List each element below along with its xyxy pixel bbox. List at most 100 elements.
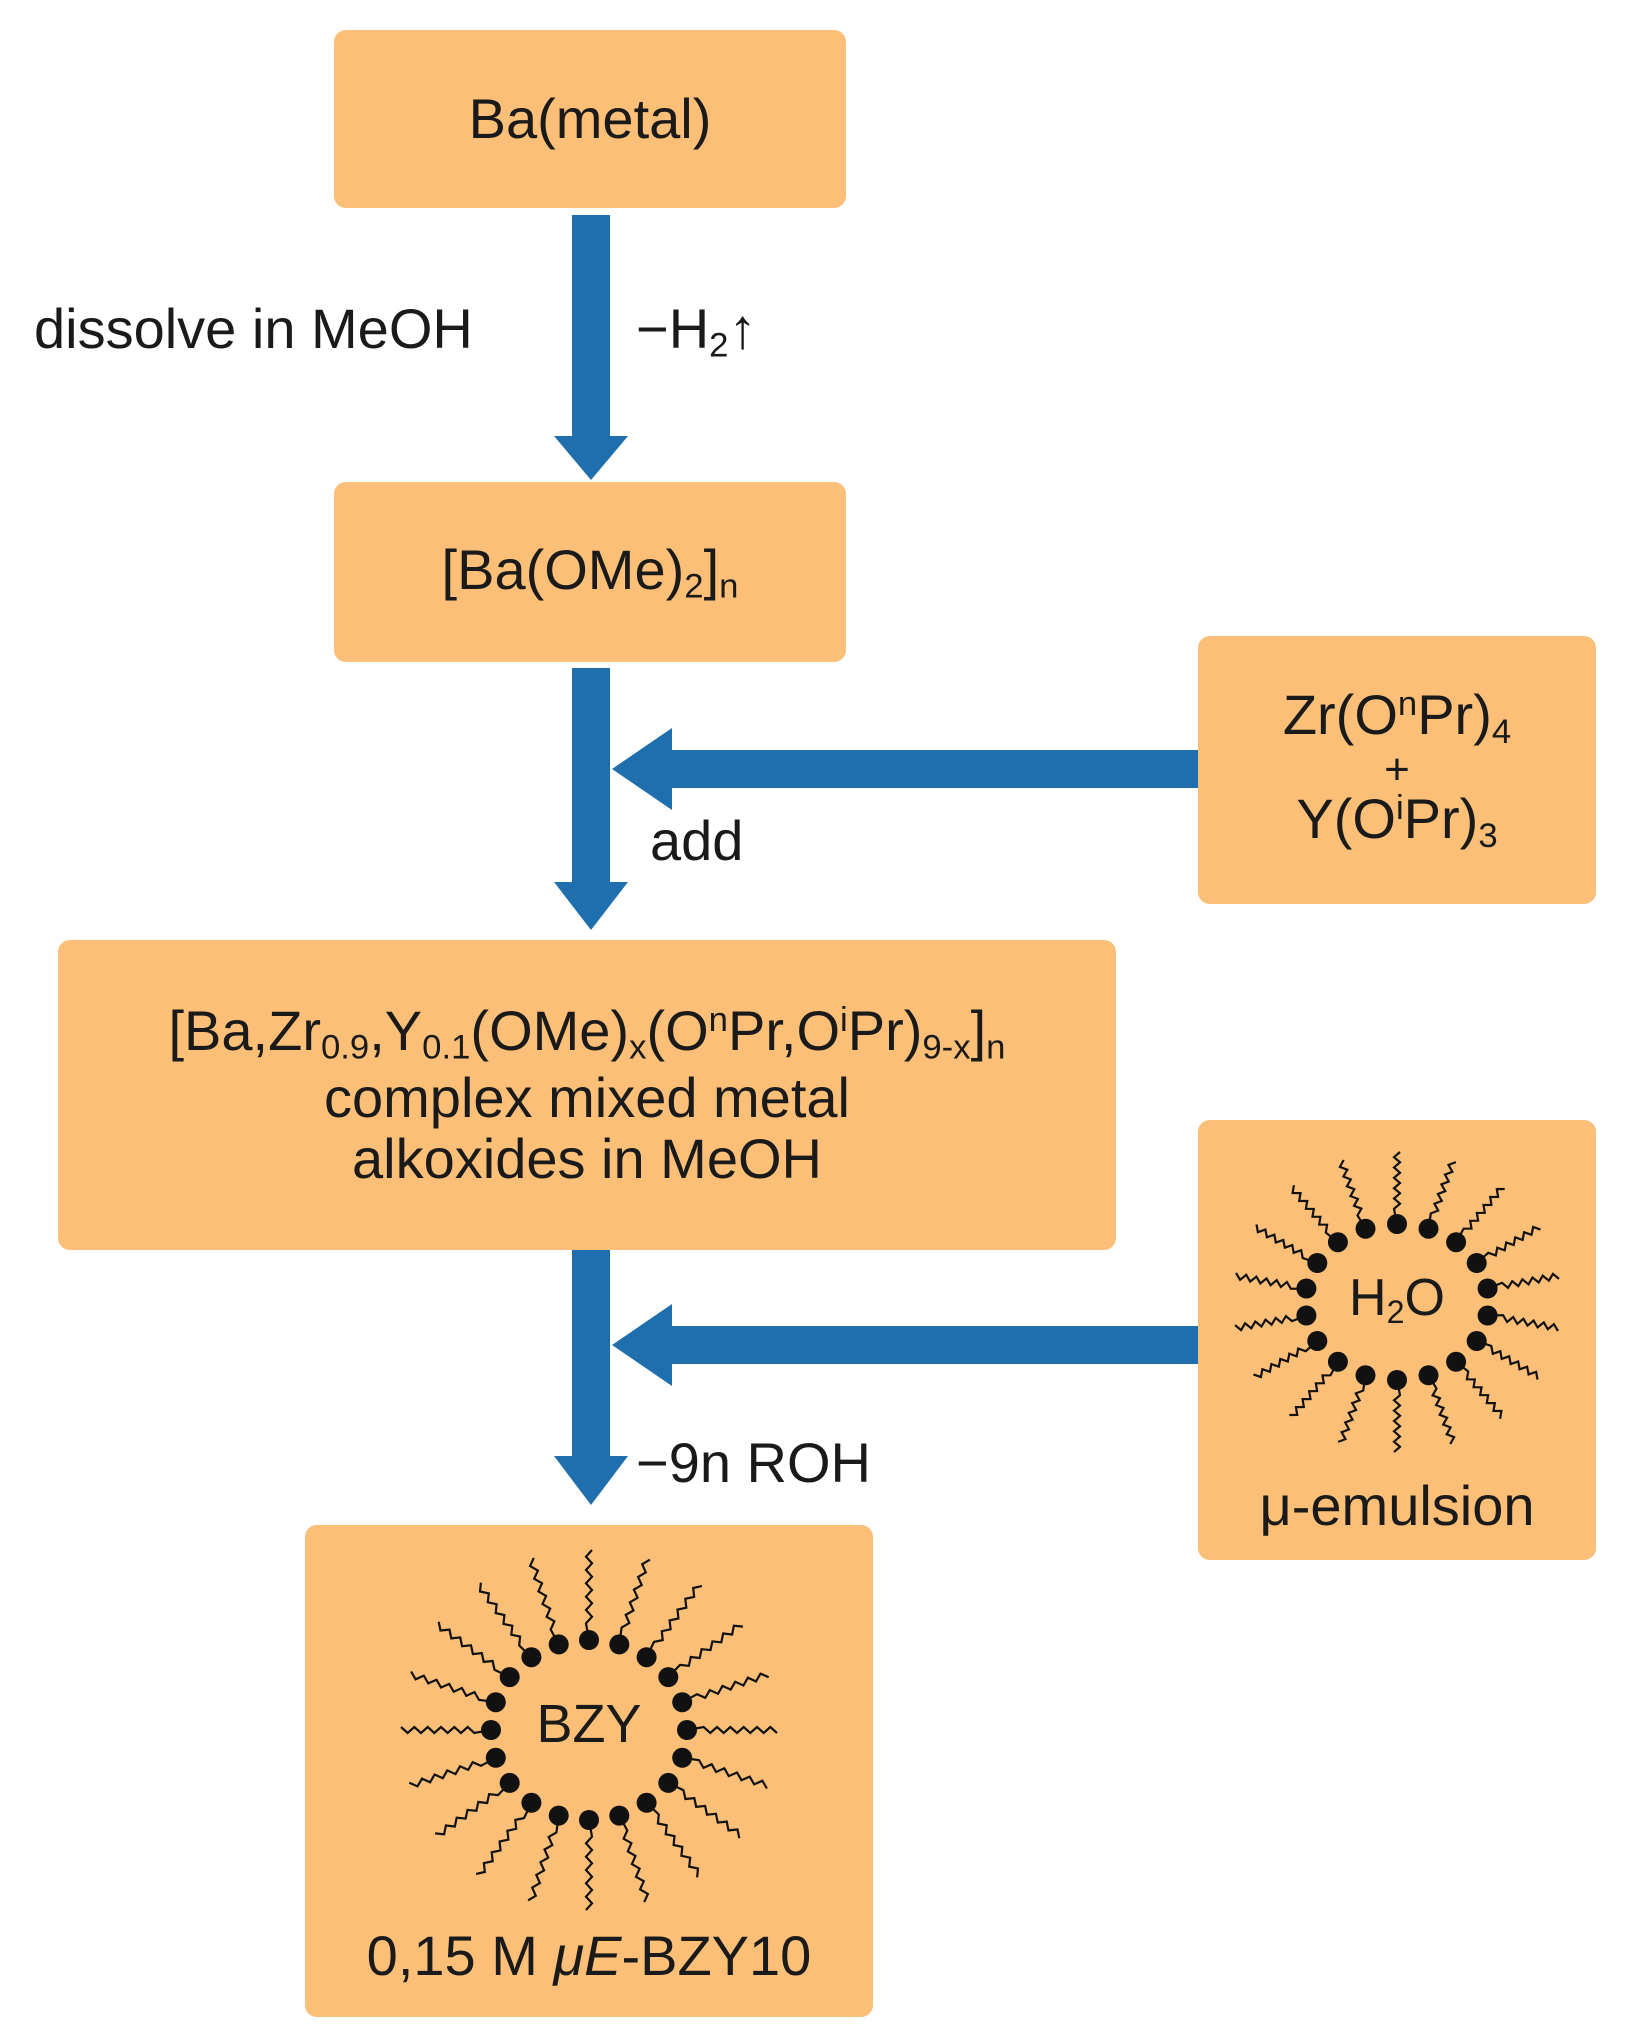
surfactant-head [1446,1232,1467,1253]
surfactant-head [481,1720,501,1740]
surfactant-head [658,1667,679,1688]
box-complex-alkoxides: [Ba,Zr0.9,Y0.1(OMe)x(OnPr,OiPr)9-x]n com… [58,940,1116,1250]
arrow-dissolve [554,215,628,480]
micelle-bzy-icon [400,1549,778,1911]
surfactant-tail [681,1672,770,1704]
plus-sign: + [1384,745,1410,795]
surfactant-tail [1253,1340,1319,1379]
surfactant-tail [667,1781,741,1839]
surfactant-tail [1255,1224,1318,1265]
surfactant-head [521,1647,542,1668]
surfactant-head [1327,1351,1348,1372]
ba-methoxide-text: [Ba(OMe)2]n [441,537,739,606]
surfactant-head [1477,1305,1498,1326]
arrow-add [554,668,628,930]
surfactant-head [1418,1365,1439,1386]
surfactant-head [1446,1351,1467,1372]
surfactant-head [499,1667,520,1688]
surfactant-head [548,1805,569,1826]
surfactant-head [672,1747,693,1768]
surfactant-tail [1234,1314,1307,1332]
surfactant-tail [1487,1272,1560,1290]
surfactant-tail [408,1756,497,1788]
surfactant-tail [1392,1151,1402,1225]
label-roh: −9n ROH [636,1431,871,1494]
surfactant-head [1296,1278,1317,1299]
zr-propoxide: Zr(OnPr)4 [1282,683,1512,751]
surfactant-head [1387,1370,1407,1390]
surfactant-tail [528,1557,560,1645]
surfactant-tail [584,1819,594,1911]
surfactant-head [672,1692,693,1713]
surfactant-head [1355,1218,1376,1239]
complex-line2: complex mixed metal [324,1065,850,1129]
surfactant-head [1477,1278,1498,1299]
surfactant-tail [1475,1225,1541,1264]
surfactant-tail [434,1782,511,1836]
surfactant-tail [1427,1161,1457,1229]
surfactant-tail [400,1725,492,1735]
surfactant-tail [437,1621,511,1679]
arrow-emulsion-in [612,1304,1198,1386]
surfactant-head [1466,1253,1487,1273]
surfactant-head [1307,1331,1328,1351]
box-ba-metal: Ba(metal) [334,30,846,208]
label-dissolve: dissolve in MeOH [34,297,473,360]
box-product: BZY 0,15 M μE-BZY10 [305,1525,873,2017]
surfactant-tail [618,1815,650,1903]
ba-metal-text: Ba(metal) [468,87,712,151]
surfactant-tail [1235,1272,1307,1290]
box-ba-methoxide: [Ba(OMe)2]n [334,482,846,662]
surfactant-head [485,1747,506,1768]
surfactant-head [1387,1214,1407,1234]
arrow-reagents-in [612,728,1198,810]
surfactant-head [499,1772,520,1793]
surfactant-tail [1289,1361,1339,1417]
surfactant-tail [478,1582,533,1658]
surfactant-head [677,1720,697,1740]
y-isopropoxide: Y(OiPr)3 [1296,786,1498,855]
arrow-hydrolysis [554,1250,628,1505]
surfactant-tail [1455,1187,1505,1243]
surfactant-tail [475,1802,533,1875]
surfactant-head [609,1805,630,1826]
micelle-h2o-icon [1234,1151,1560,1453]
surfactant-head [1307,1253,1328,1273]
complex-line3: alkoxides in MeOH [352,1127,822,1191]
surfactant-tail [1427,1374,1456,1445]
surfactant-head [636,1792,657,1813]
box-emulsion: H2O μ-emulsion [1198,1120,1596,1560]
surfactant-head [636,1647,657,1668]
bzy-core: BZY [536,1694,642,1754]
surfactant-head [548,1634,569,1655]
surfactant-head [579,1810,599,1830]
surfactant-head [1355,1365,1376,1386]
surfactant-tail [1392,1379,1402,1453]
surfactant-head [609,1634,630,1655]
surfactant-tail [645,1585,703,1658]
surfactant-tail [1455,1360,1503,1419]
surfactant-tail [410,1670,496,1704]
label-add: add [650,809,744,872]
surfactant-head [1327,1232,1348,1253]
surfactant-tail [618,1558,651,1645]
label-h2-evolution: −H2↑ [636,297,757,365]
surfactant-tail [1338,1159,1367,1230]
surfactant-head [1296,1305,1317,1326]
surfactant-tail [527,1815,560,1902]
surfactant-tail [1291,1185,1339,1244]
product-caption: 0,15 M μE-BZY10 [366,1924,812,1987]
surfactant-head [579,1630,599,1650]
surfactant-head [1466,1331,1487,1351]
surfactant-tail [645,1802,700,1878]
surfactant-tail [686,1725,778,1735]
complex-formula: [Ba,Zr0.9,Y0.1(OMe)x(OnPr,OiPr)9-x]n [168,998,1006,1067]
surfactant-head [1418,1218,1439,1239]
surfactant-head [485,1692,506,1713]
emulsion-caption: μ-emulsion [1259,1474,1535,1537]
surfactant-tail [1337,1375,1367,1443]
surfactant-head [521,1792,542,1813]
surfactant-tail [667,1624,744,1678]
surfactant-tail [682,1756,768,1790]
